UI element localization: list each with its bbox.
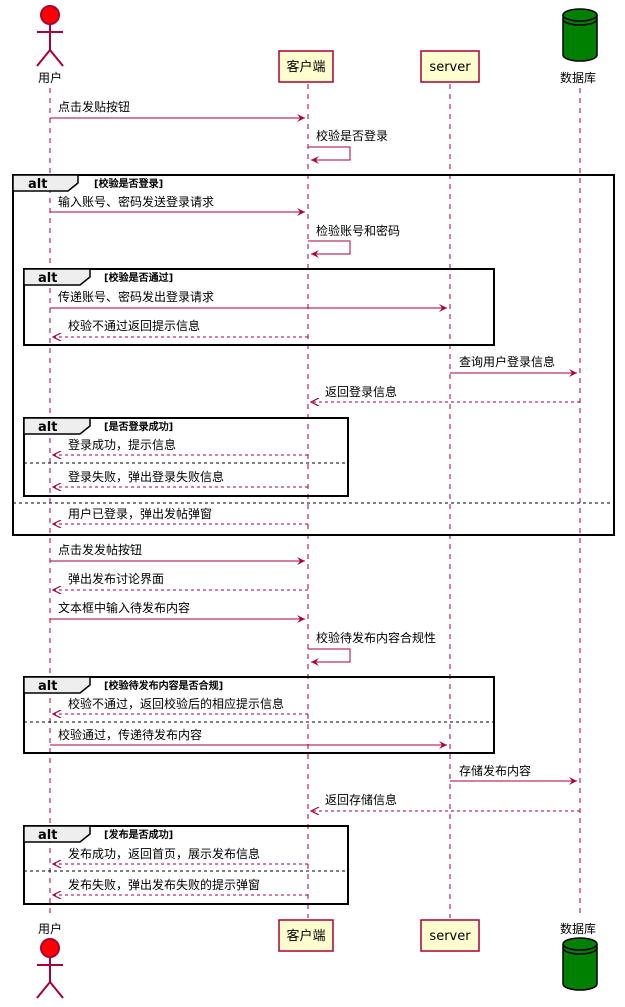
message-label: 校验不通过返回提示信息	[68, 318, 200, 333]
actor-user-top: 用户	[36, 5, 64, 85]
alt-frame-publish-success-keyword: alt	[38, 828, 57, 843]
alt-frame-content-compliance: alt [校验待发布内容是否合规]	[23, 676, 495, 754]
database-db-bottom: 数据库	[560, 921, 598, 991]
message-label: 发布成功，返回首页，展示发布信息	[68, 846, 260, 861]
message-label: 文本框中输入待发布内容	[58, 600, 190, 615]
alt-frame-login-success-keyword: alt	[38, 420, 57, 435]
message-label: 点击发发帖按钮	[58, 542, 142, 557]
database-db-bottom-label: 数据库	[560, 921, 596, 936]
database-db-top: 数据库	[560, 8, 598, 85]
alt-frame-login-check: alt [校验是否登录]	[12, 174, 615, 536]
alt-frame-content-compliance-keyword: alt	[38, 679, 57, 694]
actor-user-bottom-label: 用户	[38, 921, 62, 936]
alt-frame-login-check-condition: [校验是否登录]	[94, 177, 163, 190]
participant-server-bottom-label: server	[429, 929, 471, 944]
participant-server-top: server	[420, 50, 480, 83]
message-arrow	[308, 648, 351, 666]
alt-frame-pass-check: alt [校验是否通过]	[23, 268, 495, 346]
message-label: 返回存储信息	[325, 792, 397, 807]
message-label: 返回登录信息	[325, 384, 397, 399]
alt-frame-login-success: alt [是否登录成功]	[23, 417, 349, 497]
participant-client-top-label: 客户端	[286, 59, 325, 75]
message-arrow	[308, 146, 351, 164]
message-label: 存储发布内容	[459, 763, 531, 778]
message-label: 校验不通过，返回校验后的相应提示信息	[68, 696, 284, 711]
participant-client-bottom: 客户端	[278, 919, 334, 952]
message-label: 检验账号和密码	[316, 223, 400, 238]
alt-frame-pass-check-keyword: alt	[38, 271, 57, 286]
alt-frame-publish-success: alt [发布是否成功]	[23, 825, 349, 905]
alt-frame-content-compliance-condition: [校验待发布内容是否合规]	[104, 679, 223, 692]
participant-server-top-label: server	[429, 60, 471, 75]
alt-frame-publish-success-condition: [发布是否成功]	[104, 828, 173, 841]
alt-frame-login-check-keyword: alt	[28, 177, 47, 192]
message-label: 校验通过，传递待发布内容	[58, 727, 202, 742]
participant-client-bottom-label: 客户端	[286, 928, 325, 944]
alt-frame-login-success-condition: [是否登录成功]	[104, 420, 173, 433]
message-label: 校验待发布内容合规性	[316, 630, 436, 645]
message-label: 弹出发布讨论界面	[68, 571, 164, 586]
participant-server-bottom: server	[420, 919, 480, 952]
message-label: 发布失败，弹出发布失败的提示弹窗	[68, 877, 260, 892]
database-db-top-label: 数据库	[560, 70, 596, 85]
message-label: 用户已登录，弹出发帖弹窗	[68, 506, 212, 521]
message-label: 传递账号、密码发出登录请求	[58, 289, 214, 304]
alt-frame-pass-check-condition: [校验是否通过]	[104, 271, 173, 284]
actor-user-bottom: 用户	[36, 921, 64, 999]
message-label: 校验是否登录	[316, 128, 388, 143]
message-label: 点击发贴按钮	[58, 99, 130, 114]
message-label: 输入账号、密码发送登录请求	[58, 194, 214, 209]
message-label: 登录成功，提示信息	[68, 437, 176, 452]
actor-user-top-label: 用户	[38, 70, 62, 85]
message-arrow	[308, 240, 351, 258]
message-label: 查询用户登录信息	[459, 354, 555, 369]
message-label: 登录失败，弹出登录失败信息	[68, 469, 224, 484]
participant-client-top: 客户端	[278, 50, 334, 83]
